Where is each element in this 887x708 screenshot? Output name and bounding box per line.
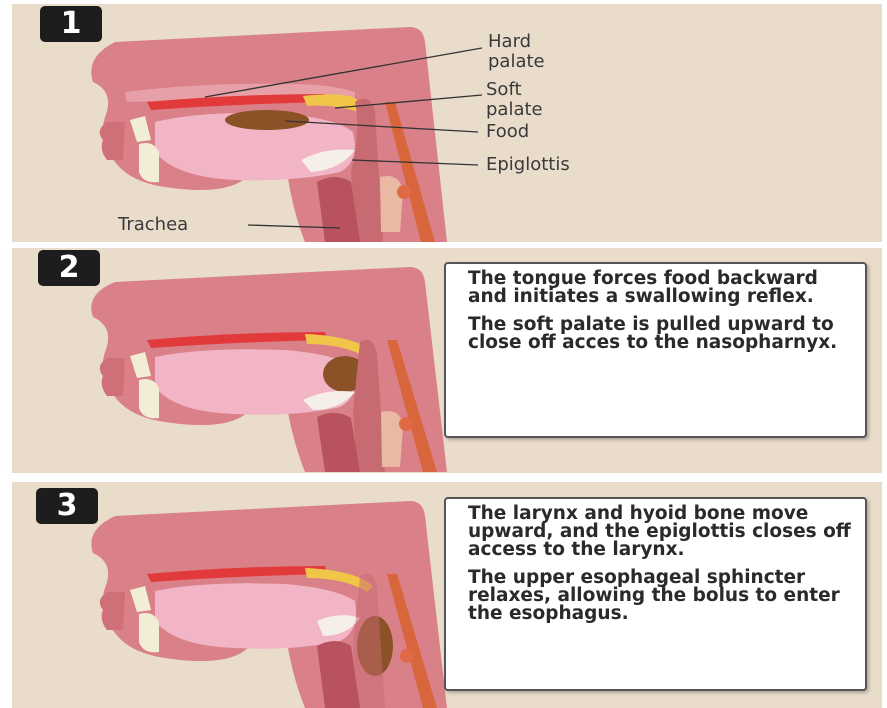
step-3-description: The larynx and hyoid bone move upward, a…	[444, 497, 867, 691]
step-3-paragraph-1: The larynx and hyoid bone move upward, a…	[468, 505, 851, 559]
trachea-label: Trachea	[118, 215, 188, 235]
step-2-paragraph-2: The soft palate is pulled upward to clos…	[468, 316, 851, 352]
step-3-paragraph-2: The upper esophageal sphincter relaxes, …	[468, 569, 851, 623]
hard-palate-leader	[205, 48, 482, 97]
food-leader	[285, 121, 478, 132]
epiglottis-label: Epiglottis	[486, 155, 570, 175]
soft-palate-leader	[335, 95, 482, 108]
epiglottis-leader	[352, 160, 478, 165]
step-2-paragraph-1: The tongue forces food backward and init…	[468, 270, 851, 306]
trachea-leader	[248, 225, 340, 228]
step-2-description: The tongue forces food backward and init…	[444, 262, 867, 438]
food-label: Food	[486, 122, 529, 142]
